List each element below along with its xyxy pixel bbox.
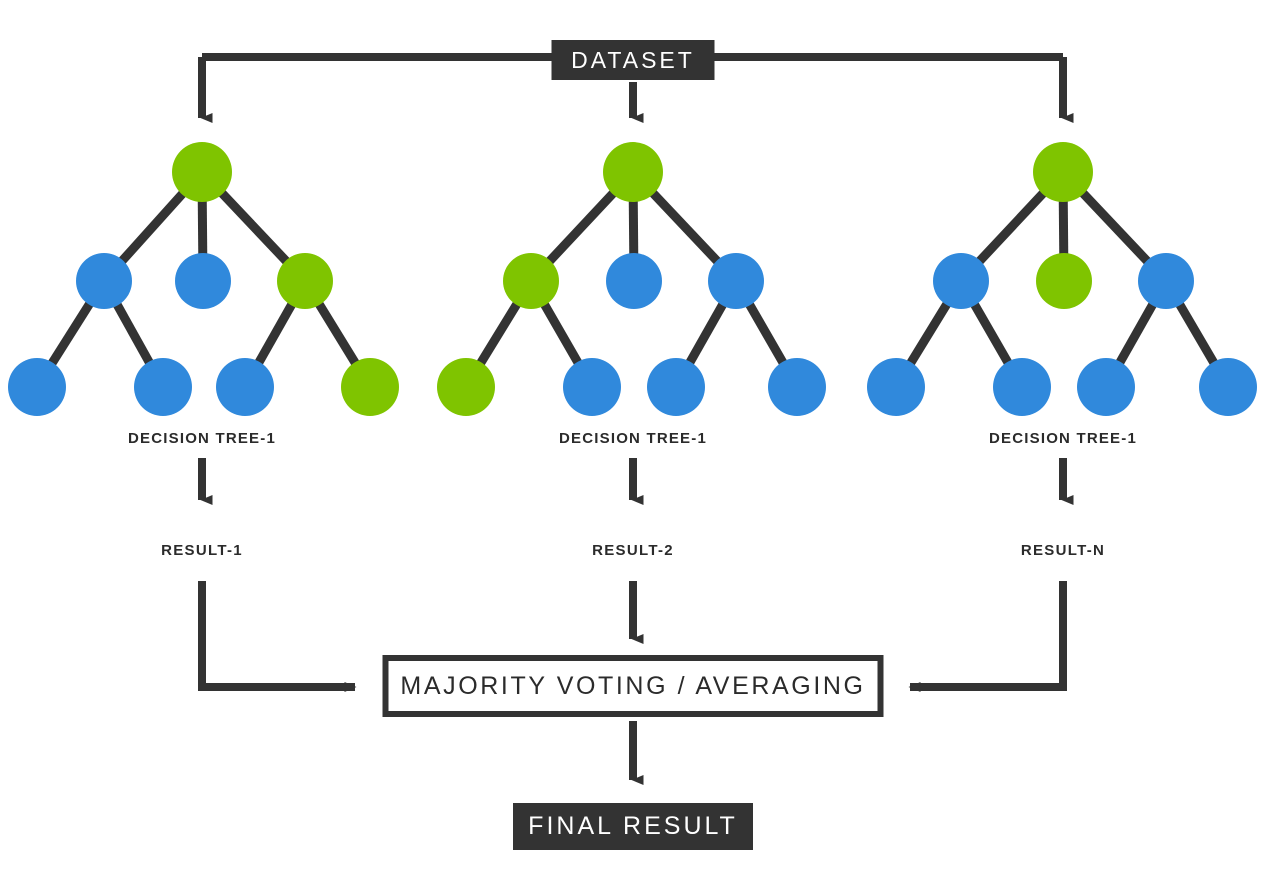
tree-node-leaf — [341, 358, 399, 416]
result-n-label: RESULT-N — [1020, 542, 1106, 559]
tree-node-leaf — [437, 358, 495, 416]
tree-to-result-arrows — [198, 458, 1074, 505]
decision-tree-1-caption: DECISION TREE-1 — [127, 430, 277, 447]
tree-node-leaf — [8, 358, 66, 416]
tree-node-branch — [503, 253, 559, 309]
result1-to-voting-arrow — [198, 581, 357, 692]
tree-node-branch — [708, 253, 764, 309]
tree-node-branch — [606, 253, 662, 309]
tree-node-root — [172, 142, 232, 202]
tree-2-nodes — [437, 142, 826, 416]
tree-node-leaf — [993, 358, 1051, 416]
tree-node-leaf — [563, 358, 621, 416]
tree-node-branch — [1138, 253, 1194, 309]
tree-3-nodes — [867, 142, 1257, 416]
tree-node-branch — [76, 253, 132, 309]
tree-node-root — [603, 142, 663, 202]
tree-node-leaf — [1199, 358, 1257, 416]
resultn-to-voting-arrow — [908, 581, 1067, 692]
final-result-label: FINAL RESULT — [528, 812, 738, 840]
majority-voting-label: MAJORITY VOTING / AVERAGING — [400, 671, 866, 700]
tree-1-nodes — [8, 142, 399, 416]
result-2-label: RESULT-2 — [592, 542, 674, 559]
result-1-label: RESULT-1 — [161, 542, 243, 559]
decision-tree-2-caption: DECISION TREE-1 — [558, 430, 708, 447]
result-to-voting-connectors — [198, 581, 1067, 692]
tree-node-root — [1033, 142, 1093, 202]
tree-node-branch — [277, 253, 333, 309]
tree-node-branch — [175, 253, 231, 309]
tree-node-leaf — [867, 358, 925, 416]
dataset-box[interactable]: DATASET — [551, 40, 715, 80]
tree-node-branch — [933, 253, 989, 309]
majority-voting-box[interactable]: MAJORITY VOTING / AVERAGING — [382, 655, 884, 717]
dataset-label: DATASET — [571, 46, 695, 73]
tree-node-leaf — [647, 358, 705, 416]
tree-node-leaf — [1077, 358, 1135, 416]
tree-node-leaf — [216, 358, 274, 416]
decision-tree-3-caption: DECISION TREE-1 — [988, 430, 1138, 447]
tree-node-leaf — [768, 358, 826, 416]
final-result-box[interactable]: FINAL RESULT — [513, 803, 753, 850]
tree-node-leaf — [134, 358, 192, 416]
tree-node-branch — [1036, 253, 1092, 309]
